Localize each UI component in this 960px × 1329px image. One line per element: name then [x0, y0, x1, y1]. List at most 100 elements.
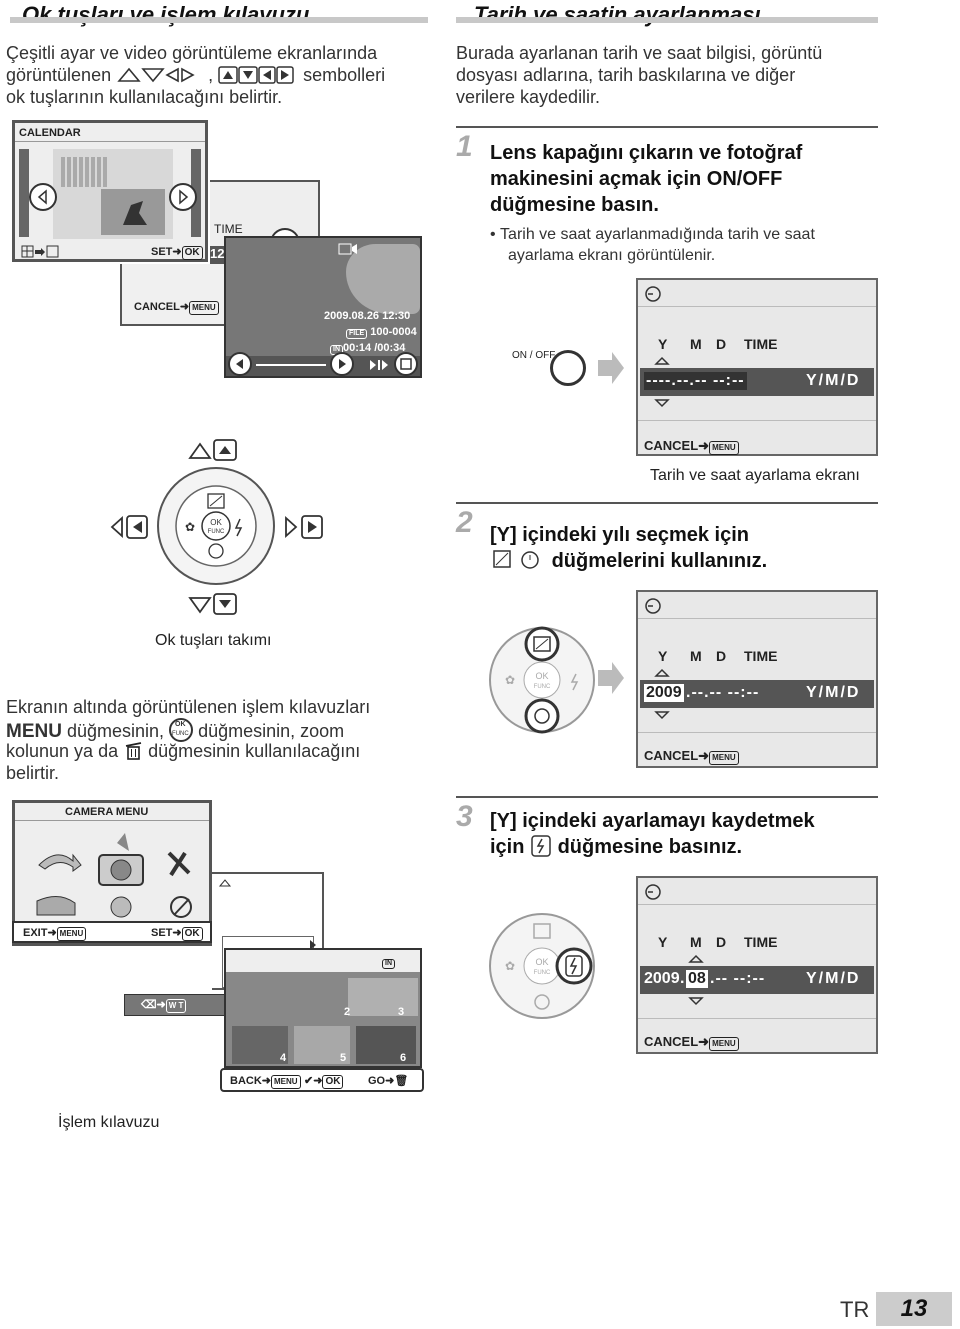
- rewind-button[interactable]: [228, 352, 252, 376]
- step3-line1: [Y] içindeki ayarlamayı kaydetmek: [490, 810, 815, 832]
- control-pad-up[interactable]: OK FUNC ✿: [488, 626, 596, 734]
- cancel-menu-1[interactable]: CANCEL➜MENU: [644, 438, 739, 455]
- calendar-label: CALENDAR: [19, 127, 81, 139]
- menu-button-label: MENU: [6, 721, 62, 742]
- scroll-up-icon: [117, 833, 129, 851]
- outline-left-icon: [110, 515, 123, 539]
- left-title-bar: [10, 17, 428, 23]
- left-intro-line3: ok tuşlarının kullanılacağını belirtir.: [6, 87, 283, 107]
- col-d-2: D: [716, 648, 727, 664]
- thumb-num-5: 5: [340, 1052, 347, 1064]
- delete-guide[interactable]: ⌫➜W T: [141, 998, 187, 1013]
- svg-text:FUNC: FUNC: [208, 529, 225, 535]
- year-field[interactable]: 2009: [644, 684, 684, 702]
- step2-line2: düğmelerini kullanınız.: [490, 548, 767, 574]
- col-y-3: Y: [658, 934, 668, 950]
- step3-line2: için düğmesine basınız.: [490, 835, 743, 858]
- thumb-num-2: 2: [344, 1006, 351, 1018]
- step3-number: 3: [456, 800, 473, 833]
- right-title-bar: [456, 17, 878, 23]
- col-time-3: TIME: [744, 934, 778, 950]
- calendar-thumbnail: [53, 149, 173, 239]
- svg-text:✿: ✿: [505, 959, 515, 973]
- intro-text-b: sembolleri: [303, 65, 386, 85]
- ok-func-icon: OK FUNC: [169, 718, 194, 742]
- cancel-menu-2[interactable]: CANCEL➜MENU: [644, 748, 739, 765]
- camera-set-ok-guide[interactable]: SET➜OK: [151, 926, 203, 941]
- col-m: M: [690, 336, 702, 352]
- datetime-screen-1: Y M D TIME ----.--.-- --:-- Y/M/D CANCEL…: [636, 278, 878, 456]
- col-d-3: D: [716, 934, 727, 950]
- left-intro-line1: Çeşitli ayar ve video görüntüleme ekranl…: [6, 43, 378, 63]
- tools-icon: [167, 851, 191, 877]
- check-ok-guide[interactable]: ✔➜OK: [304, 1074, 344, 1089]
- datetime-field-row-2[interactable]: 2009 .--.-- --:-- Y/M/D: [640, 680, 874, 708]
- calendar-set-ok[interactable]: SET➜OK: [151, 245, 203, 260]
- step1-bullet-cont: ayarlama ekranı görüntülenir.: [508, 247, 716, 264]
- go-trash-guide[interactable]: GO➜🗑: [368, 1075, 409, 1087]
- col-d: D: [716, 336, 727, 352]
- exposure-timer-icons: [493, 550, 539, 569]
- step1-line1: Lens kapağını çıkarın ve fotoğraf: [490, 142, 803, 164]
- scene-icon: [110, 896, 132, 918]
- page-number: 13: [876, 1292, 952, 1326]
- svg-text:OK: OK: [535, 957, 548, 967]
- thumb-num-4: 4: [280, 1052, 287, 1064]
- filled-arrow-icons: [218, 66, 294, 84]
- language-label: TR: [840, 1297, 870, 1322]
- exit-menu-guide[interactable]: EXIT➜MENU: [23, 926, 87, 941]
- stop-button[interactable]: [394, 352, 418, 376]
- onoff-button[interactable]: [550, 350, 586, 386]
- camera-menu-screen: CAMERA MENU EXIT➜MENU SET➜OK: [12, 800, 212, 946]
- month-field[interactable]: 08: [686, 970, 708, 988]
- calendar-right-button[interactable]: [169, 183, 197, 211]
- col-time-2: TIME: [744, 648, 778, 664]
- step1-line2: makinesini açmak için ON/OFF: [490, 168, 783, 190]
- step2-line1: [Y] içindeki yılı seçmek için: [490, 524, 750, 546]
- guide-line2: MENU düğmesinin, OK FUNC düğmesinin, zoo…: [6, 718, 344, 743]
- datetime-screen-2: Y M D TIME 2009 .--.-- --:-- Y/M/D CANCE…: [636, 590, 878, 768]
- col-m-3: M: [690, 934, 702, 950]
- rest-fields-3: .-- --:--: [710, 970, 766, 987]
- right-intro-line2: dosyası adlarına, tarih baskılarına ve d…: [456, 65, 796, 85]
- skip-icon: [370, 360, 388, 370]
- outline-arrow-icons: [117, 67, 195, 83]
- arrow-right-icon: [598, 352, 624, 384]
- rest-fields: .--.-- --:--: [686, 684, 760, 701]
- thumb-num-6: 6: [400, 1052, 407, 1064]
- outline-down-icon: [188, 597, 212, 614]
- time-label: TIME: [214, 222, 243, 236]
- year-field-3: 2009: [644, 970, 680, 987]
- datetime-field-row[interactable]: ----.--.-- --:-- Y/M/D: [640, 368, 874, 396]
- calendar-screen: CALENDAR SET➜OK: [12, 120, 208, 262]
- date-format-2: Y/M/D: [806, 684, 861, 701]
- playback-file: FILE 100-0004: [346, 326, 417, 339]
- step1-line3: düğmesine basın.: [490, 194, 659, 216]
- calendar-left-button[interactable]: [29, 183, 57, 211]
- left-section-title: Ok tuşları ve işlem kılavuzu: [22, 2, 310, 27]
- svg-text:✿: ✿: [185, 520, 195, 534]
- index-view-screen: IN 2 3 4 5 6: [224, 948, 422, 1068]
- play-button[interactable]: [330, 352, 354, 376]
- datetime-field-row-3[interactable]: 2009 . 08 .-- --:-- Y/M/D: [640, 966, 874, 994]
- right-section-title: Tarih ve saatin ayarlanması: [474, 2, 761, 27]
- control-pad-right[interactable]: OK FUNC ✿: [488, 912, 596, 1020]
- cancel-menu-guide[interactable]: CANCEL➜MENU: [134, 300, 219, 315]
- right-intro-line1: Burada ayarlanan tarih ve saat bilgisi, …: [456, 43, 823, 63]
- movie-icon: [338, 243, 357, 255]
- arrow-keys-caption: Ok tuşları takımı: [155, 632, 272, 649]
- onoff-label: ON / OFF: [512, 350, 556, 361]
- step2-number: 2: [456, 506, 473, 539]
- playback-date: 2009.08.26 12:30: [324, 310, 411, 322]
- back-menu-guide[interactable]: BACK➜MENU: [230, 1074, 301, 1089]
- arrow-pad-diagram: OK FUNC ✿: [110, 439, 323, 615]
- camera-menu-title: CAMERA MENU: [65, 806, 149, 818]
- right-intro-line3: verilere kaydedilir.: [456, 87, 601, 107]
- col-time: TIME: [744, 336, 778, 352]
- cancel-menu-3[interactable]: CANCEL➜MENU: [644, 1034, 739, 1051]
- svg-text:OK: OK: [210, 518, 222, 527]
- guide-line3: kolunun ya da düğmesinin kullanılacağını: [6, 741, 361, 761]
- guide-line4: belirtir.: [6, 763, 60, 783]
- step1-bullet: • Tarih ve saat ayarlanmadığında tarih v…: [490, 226, 815, 243]
